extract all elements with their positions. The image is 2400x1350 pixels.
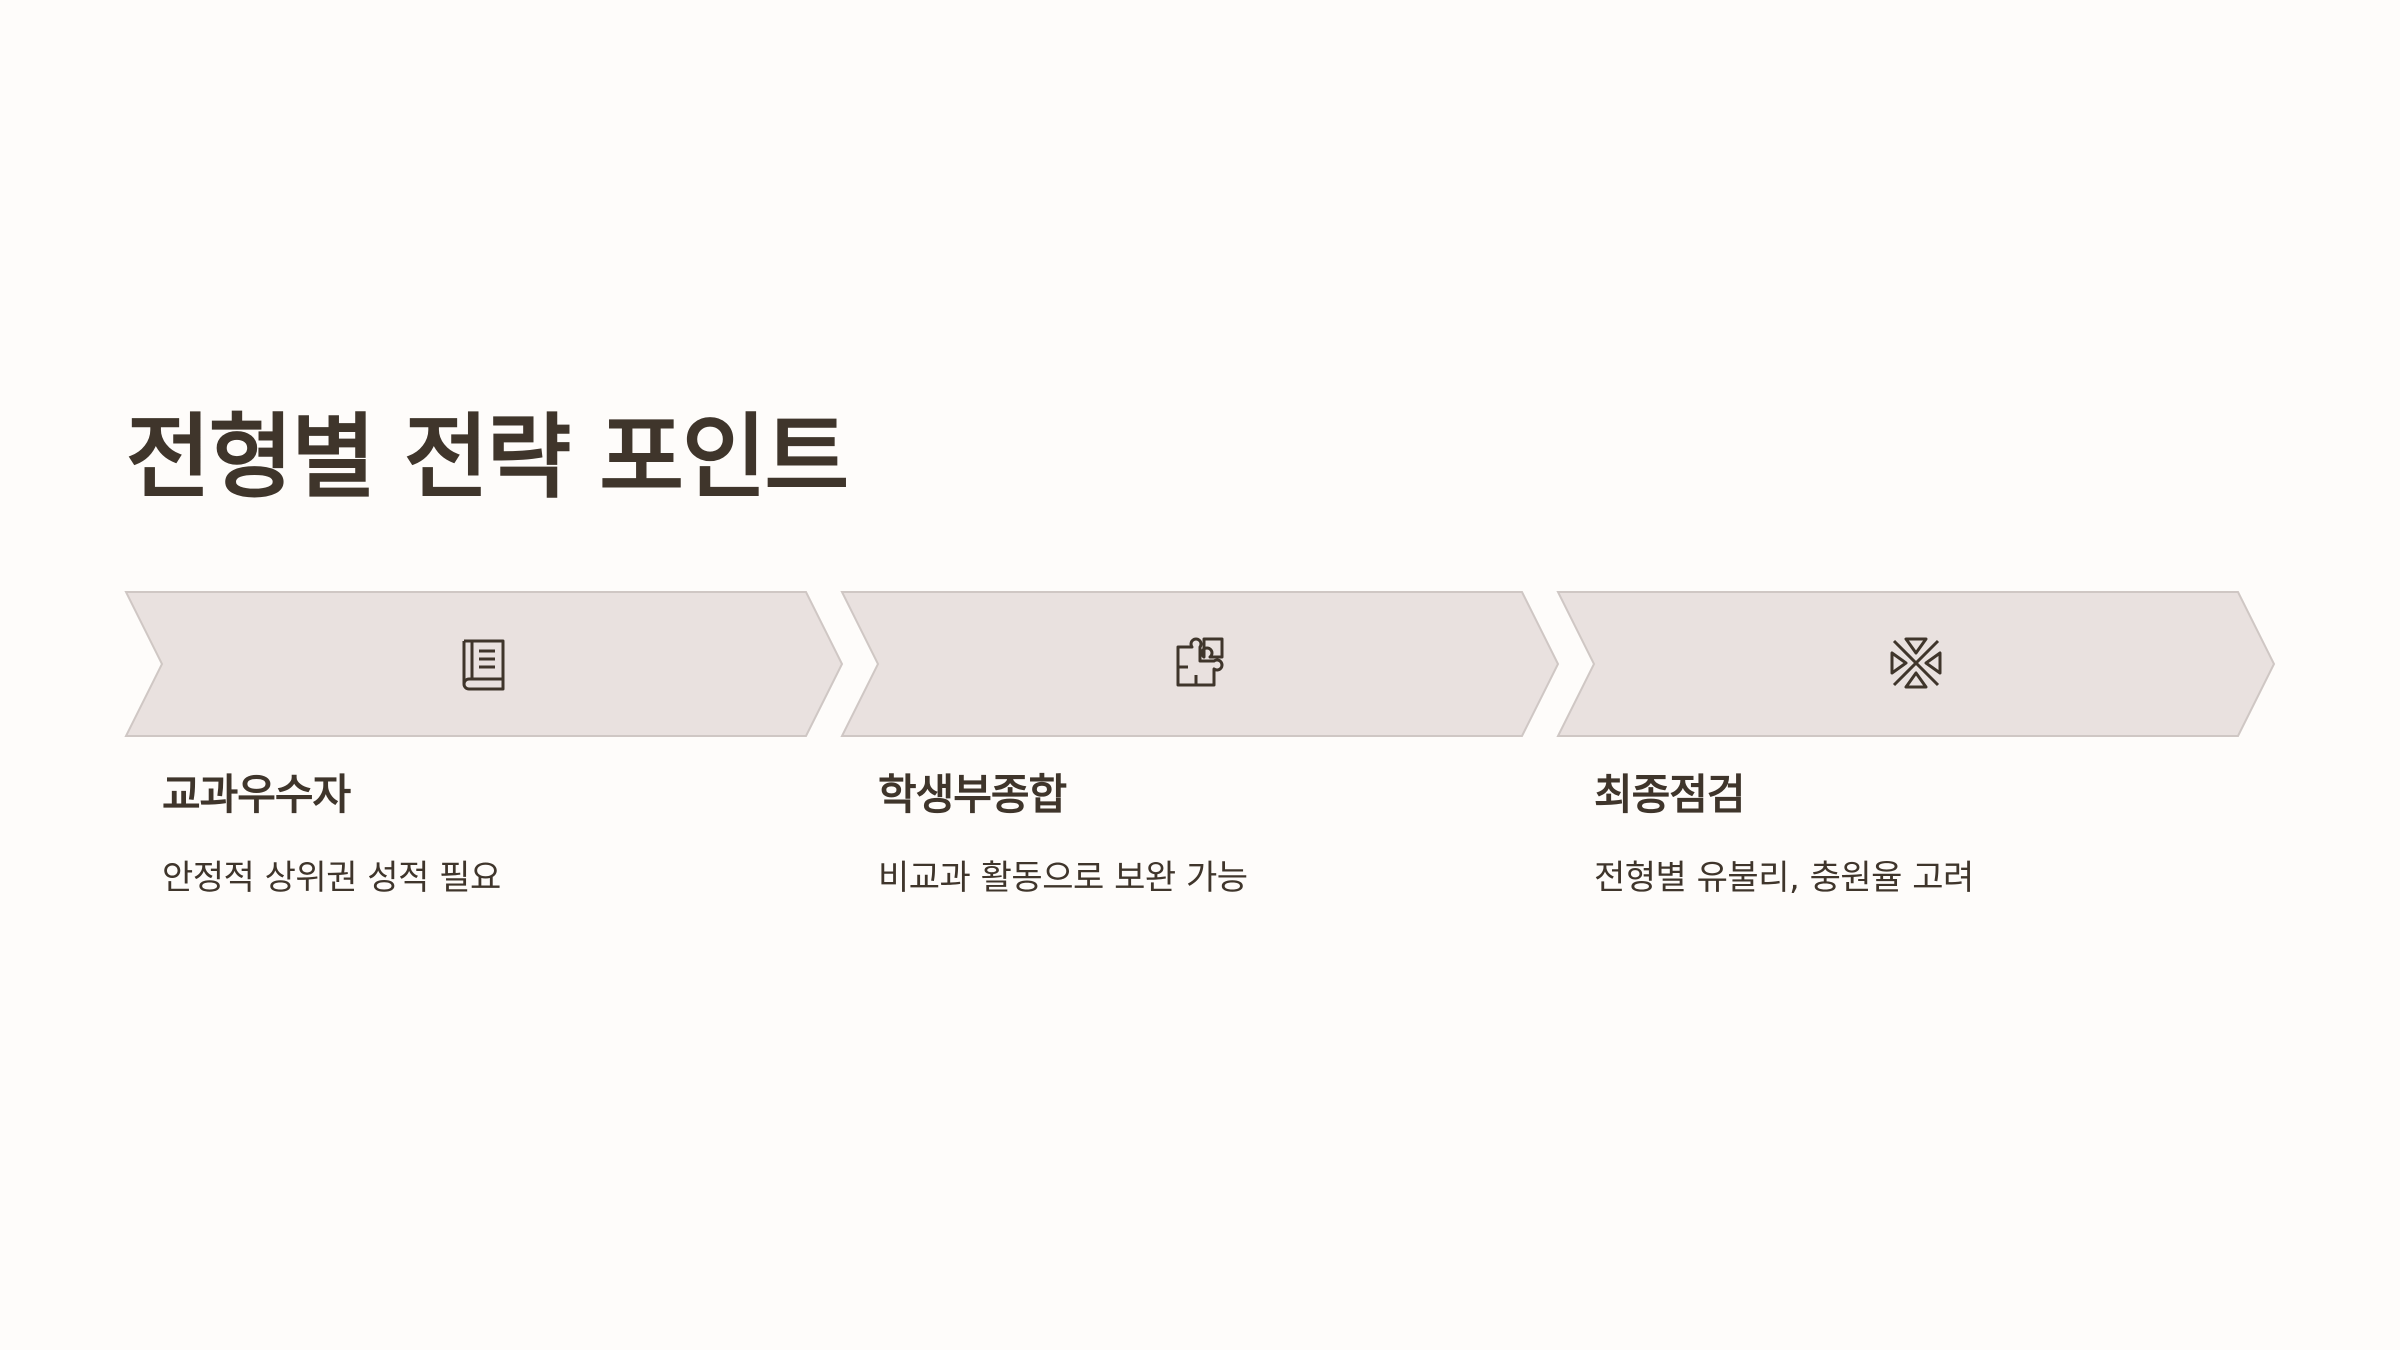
chevron-step-1 xyxy=(124,591,844,737)
puzzle-icon xyxy=(1176,637,1224,687)
step-title-3: 최종점검 xyxy=(1594,770,1746,819)
compress-arrows-icon xyxy=(1890,637,1942,689)
step-description-1: 안정적 상위권 성적 필요 xyxy=(162,858,501,898)
step-title-1: 교과우수자 xyxy=(162,770,351,819)
book-icon xyxy=(462,639,505,691)
step-title-2: 학생부종합 xyxy=(878,770,1067,819)
slide-title: 전형별 전략 포인트 xyxy=(126,404,849,511)
step-description-2: 비교과 활동으로 보완 가능 xyxy=(878,858,1248,898)
step-description-3: 전형별 유불리, 충원율 고려 xyxy=(1594,858,1974,898)
chevron-step-2 xyxy=(840,591,1560,737)
